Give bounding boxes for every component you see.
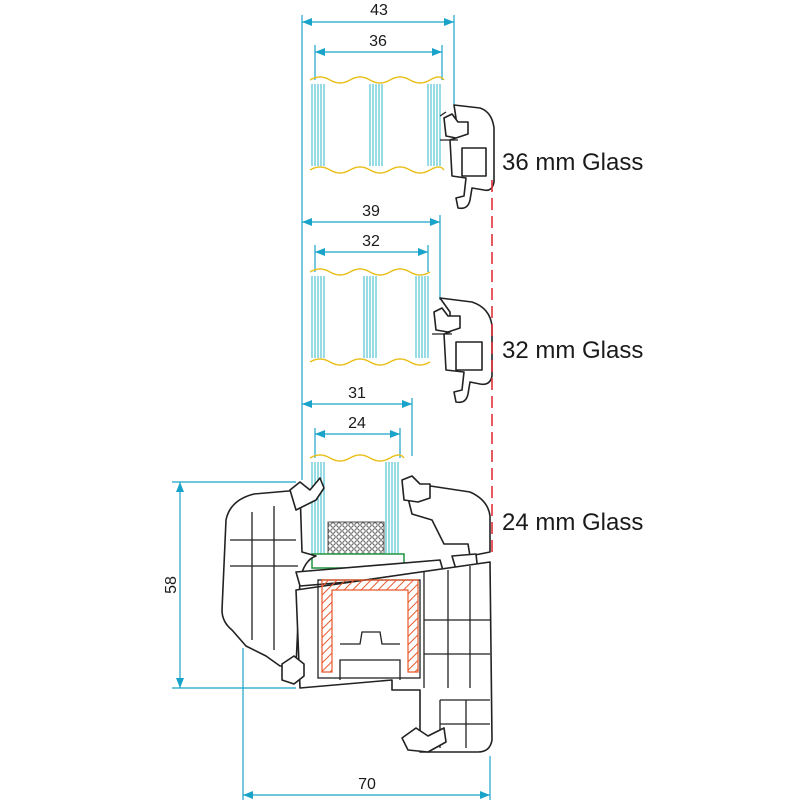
glazing-bead-36 xyxy=(439,104,495,210)
dim-24-label: 24 xyxy=(348,415,366,432)
label-24mm-glass: 24 mm Glass xyxy=(502,509,643,536)
dim-58-label: 58 xyxy=(163,576,180,594)
label-32mm-glass: 32 mm Glass xyxy=(502,337,643,364)
dimension-43: 43 xyxy=(301,2,455,480)
dimension-58: 58 xyxy=(163,481,296,689)
dimension-39: 39 xyxy=(302,203,441,300)
sash-frame-profile xyxy=(221,475,493,753)
dim-31-label: 31 xyxy=(348,385,366,402)
dim-32-label: 32 xyxy=(362,233,380,250)
dimension-32: 32 xyxy=(314,233,429,272)
spacer-desiccant xyxy=(327,521,385,555)
glass-unit-32 xyxy=(309,268,431,366)
dimension-24: 24 xyxy=(314,415,401,458)
glazing-bead-32 xyxy=(432,297,493,404)
dimension-70: 70 xyxy=(242,648,491,800)
glass-unit-36 xyxy=(309,76,445,174)
glass-unit-24 xyxy=(309,454,405,569)
dim-39-label: 39 xyxy=(362,203,380,220)
dim-70-label: 70 xyxy=(358,776,376,793)
dimension-36: 36 xyxy=(314,33,443,80)
dim-36-label: 36 xyxy=(369,33,387,50)
label-36mm-glass: 36 mm Glass xyxy=(502,149,643,176)
dimension-31: 31 xyxy=(302,385,413,456)
dim-43-label: 43 xyxy=(370,2,388,19)
steel-reinforcement xyxy=(321,579,419,673)
